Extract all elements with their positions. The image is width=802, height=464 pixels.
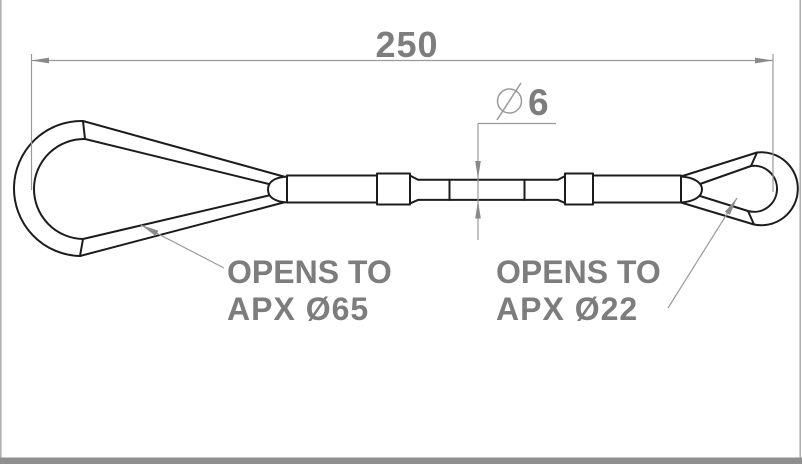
right-loop: [680, 151, 799, 227]
right-sleeve: [592, 174, 682, 204]
left-loop: [13, 119, 285, 257]
left-loop-top-tick: [82, 120, 86, 140]
length-arrow-left: [31, 57, 49, 64]
left-loop-outer-bottom-strand: [79, 201, 285, 257]
left-loop-outer-arc: [13, 119, 84, 257]
left-note-line1: OPENS TO: [227, 254, 392, 290]
left-loop-outer-top-strand: [82, 120, 285, 178]
right-loop-inner-bottom-strand: [699, 195, 749, 212]
diameter-arrow-bottom: [475, 200, 481, 219]
left-loop-inner-arc: [33, 137, 86, 240]
diameter-symbol-icon: [496, 82, 523, 121]
diameter-dimension: 6: [475, 82, 556, 240]
right-loop-bottom-tick: [747, 210, 755, 226]
left-loop-bottom-tick: [79, 238, 84, 257]
lanyard-part: [13, 119, 799, 257]
right-loop-note: OPENS TO APX Ø22: [496, 197, 738, 327]
center-wire: [407, 173, 569, 206]
right-loop-inner-top-strand: [699, 165, 752, 185]
left-loop-inner-bottom-strand: [82, 193, 274, 240]
length-dimension-value: 250: [375, 24, 438, 65]
diameter-arrow-top: [475, 161, 481, 179]
left-sleeve: [286, 174, 378, 204]
right-leader-arrow: [724, 198, 737, 215]
right-loop-outer-arc: [753, 151, 799, 227]
length-arrow-right: [755, 57, 773, 64]
left-loop-note: OPENS TO APX Ø65: [140, 224, 392, 327]
left-loop-inner-top-strand: [84, 138, 274, 186]
right-loop-inner-arc: [747, 164, 779, 213]
left-note-line2: APX Ø65: [227, 291, 369, 327]
length-dimension: 250: [30, 24, 774, 192]
right-crimp-block: [564, 172, 594, 206]
left-crimp-block: [376, 172, 411, 206]
right-loop-outer-top-strand: [680, 151, 758, 178]
left-swage-cap: [267, 175, 288, 204]
left-leader-arrow: [141, 225, 159, 236]
right-loop-outer-bottom-strand: [680, 201, 755, 226]
right-note-line1: OPENS TO: [496, 254, 661, 290]
frame-bottom-bar: [0, 457, 802, 464]
diameter-dimension-value: 6: [528, 82, 549, 123]
right-swage-cap: [680, 175, 703, 204]
right-leader-line: [667, 197, 738, 309]
right-loop-top-tick: [750, 151, 758, 167]
right-note-line2: APX Ø22: [496, 291, 638, 327]
